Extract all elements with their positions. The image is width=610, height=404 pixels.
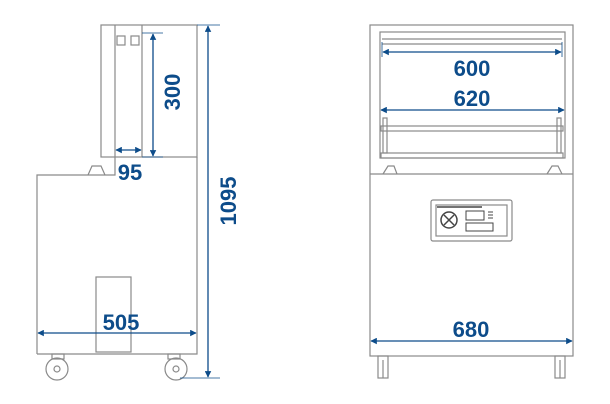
lid-height-label: 300 bbox=[160, 74, 185, 111]
leg bbox=[377, 355, 389, 379]
leg bbox=[554, 355, 566, 379]
caster-wheel-icon bbox=[45, 353, 69, 381]
sealing-bar-label: 620 bbox=[454, 86, 491, 111]
front-body-outline bbox=[369, 24, 574, 357]
vacuum-gauge-icon bbox=[440, 211, 458, 229]
caster-wheel-icon bbox=[164, 353, 188, 381]
control-panel[interactable] bbox=[430, 199, 513, 242]
foot-bump bbox=[87, 165, 106, 176]
chamber-width-label: 600 bbox=[454, 56, 491, 81]
side-door-panel bbox=[95, 276, 132, 353]
front-view: 600 620 680 bbox=[369, 24, 574, 379]
display-screen bbox=[465, 210, 485, 221]
body-outline bbox=[36, 157, 198, 355]
lid-depth-label: 95 bbox=[118, 160, 142, 185]
foot-bump bbox=[382, 165, 398, 175]
body-width-label: 680 bbox=[453, 317, 490, 342]
foot-bump bbox=[546, 165, 563, 175]
body-depth-label: 505 bbox=[103, 310, 140, 335]
hinge-icon bbox=[116, 35, 140, 46]
total-height-label: 1095 bbox=[216, 177, 241, 226]
button-row[interactable] bbox=[465, 222, 494, 232]
sealing-tray bbox=[380, 117, 564, 159]
side-view: 300 95 1095 505 bbox=[36, 24, 241, 381]
